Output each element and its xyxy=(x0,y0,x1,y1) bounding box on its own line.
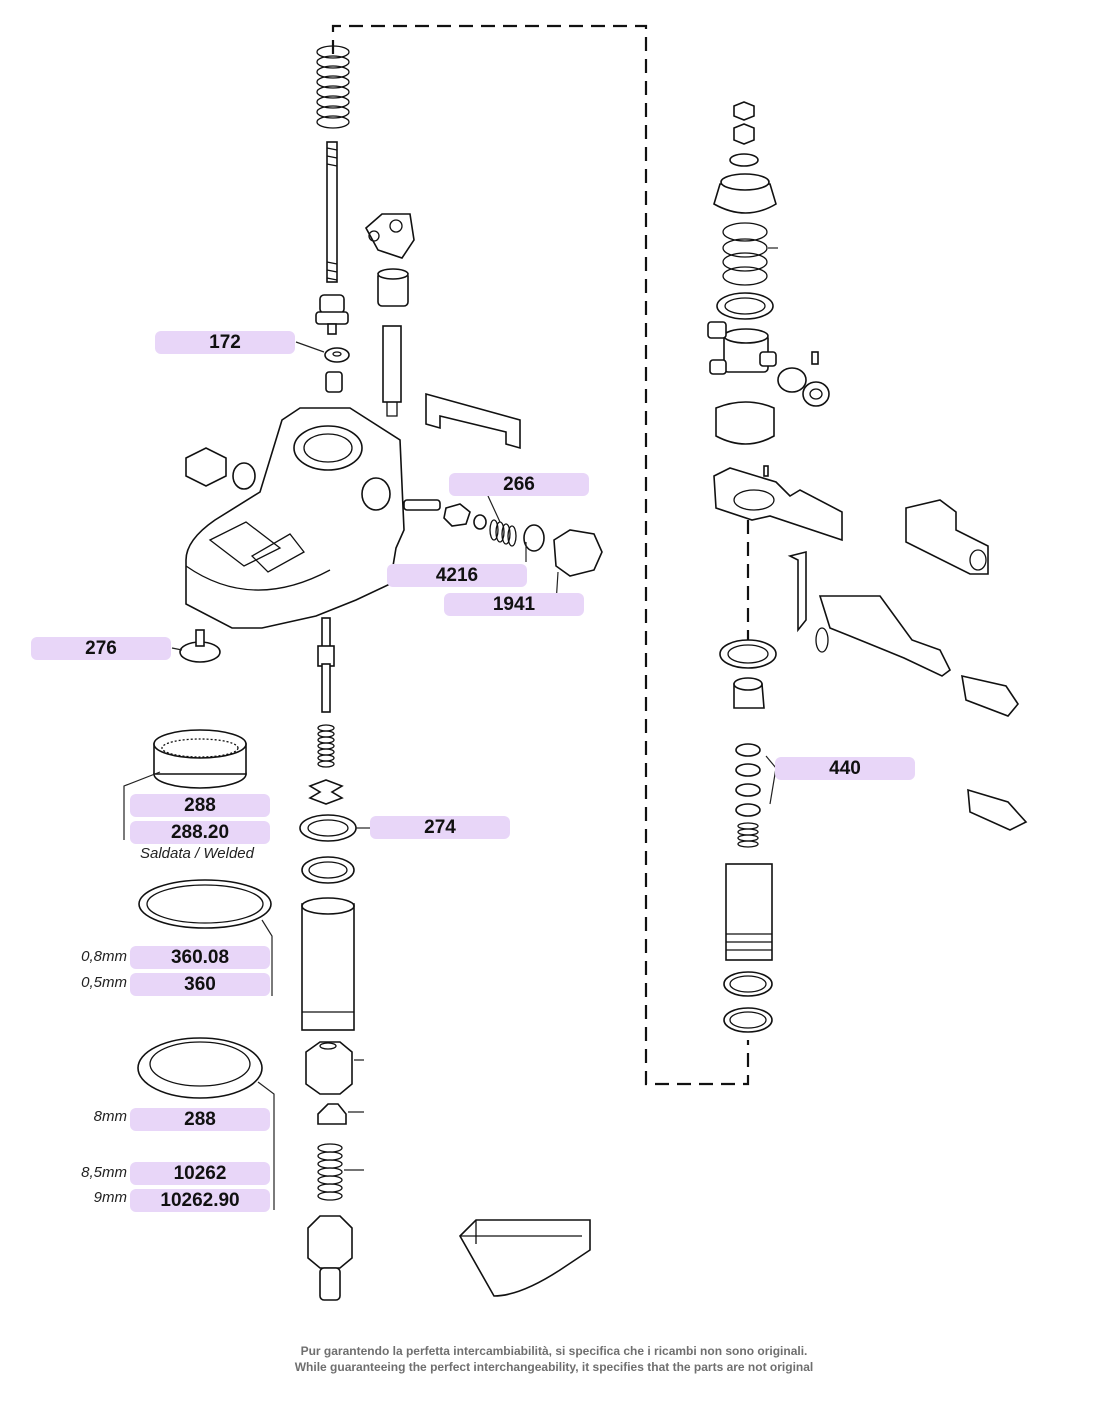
label-1941: 1941 xyxy=(444,593,584,616)
gasket-360 xyxy=(138,879,272,929)
right-washer xyxy=(716,292,774,320)
gasket-288-ring xyxy=(137,1037,263,1099)
gasket-right xyxy=(719,639,777,669)
valve-body-right xyxy=(707,321,777,375)
label-440: 440 xyxy=(775,757,915,780)
bracket-right xyxy=(905,499,989,575)
valve-body-lower-right xyxy=(725,863,773,961)
pin-shaft xyxy=(382,325,402,417)
footer-disclaimer-it: Pur garantendo la perfetta intercambiabi… xyxy=(300,1344,808,1358)
drip-tray xyxy=(459,1219,591,1297)
washer-172 xyxy=(324,347,350,363)
threaded-sleeve xyxy=(301,897,355,1031)
rings-lower-right xyxy=(723,971,773,1033)
cups-right xyxy=(777,351,830,407)
bottom-fitting xyxy=(307,1215,353,1301)
star-spreader xyxy=(308,779,344,805)
lever-arm xyxy=(787,550,952,677)
footer-disclaimer-en: While guaranteeing the perfect interchan… xyxy=(294,1360,814,1374)
filter-basket xyxy=(153,729,247,789)
note-welded: Saldata / Welded xyxy=(140,845,254,862)
label-360-08: 360.08 xyxy=(130,946,270,969)
label-266: 266 xyxy=(449,473,589,496)
note-8mm: 8mm xyxy=(93,1108,127,1125)
note-0-5mm: 0,5mm xyxy=(81,974,127,991)
top-nut-stack xyxy=(729,101,759,167)
bushing xyxy=(377,268,409,307)
small-nut xyxy=(325,371,343,393)
label-288-20: 288.20 xyxy=(130,821,270,844)
label-360: 360 xyxy=(130,973,270,996)
cam-ring xyxy=(715,401,775,445)
label-288-basket: 288 xyxy=(130,794,270,817)
ring-274 xyxy=(299,814,357,842)
note-0-8mm: 0,8mm xyxy=(81,948,127,965)
knob-right xyxy=(961,674,1019,717)
label-288-ring: 288 xyxy=(130,1108,270,1131)
center-spring xyxy=(317,724,335,768)
leader-lines xyxy=(123,247,778,1210)
label-172: 172 xyxy=(155,331,295,354)
spring-right xyxy=(737,822,759,848)
part-276 xyxy=(179,629,221,663)
hex-nut xyxy=(305,1041,353,1095)
lever-plate xyxy=(713,465,843,542)
lower-spring xyxy=(317,1143,343,1201)
knob-right-alt xyxy=(967,788,1028,831)
label-4216: 4216 xyxy=(387,564,527,587)
ring-below-274 xyxy=(301,856,355,884)
bracket-part xyxy=(364,213,415,259)
side-valve-parts xyxy=(403,499,603,577)
label-274: 274 xyxy=(370,816,510,839)
valve-top-right xyxy=(733,677,765,709)
valve-element xyxy=(315,294,349,335)
label-10262-90: 10262.90 xyxy=(130,1189,270,1212)
note-9mm: 9mm xyxy=(93,1189,127,1206)
group-body xyxy=(185,407,405,629)
ring-440-stack xyxy=(735,743,761,817)
dispersion-pin xyxy=(317,617,335,713)
cap-dome xyxy=(713,173,777,214)
plug-left xyxy=(185,447,256,490)
threaded-rod xyxy=(326,141,338,283)
small-valve xyxy=(317,1103,347,1125)
top-spring xyxy=(316,45,350,129)
right-springs xyxy=(722,222,768,286)
flat-plate xyxy=(425,392,521,450)
label-276: 276 xyxy=(31,637,171,660)
note-8-5mm: 8,5mm xyxy=(81,1164,127,1181)
dashed-group-outline xyxy=(331,24,750,1086)
label-10262: 10262 xyxy=(130,1162,270,1185)
